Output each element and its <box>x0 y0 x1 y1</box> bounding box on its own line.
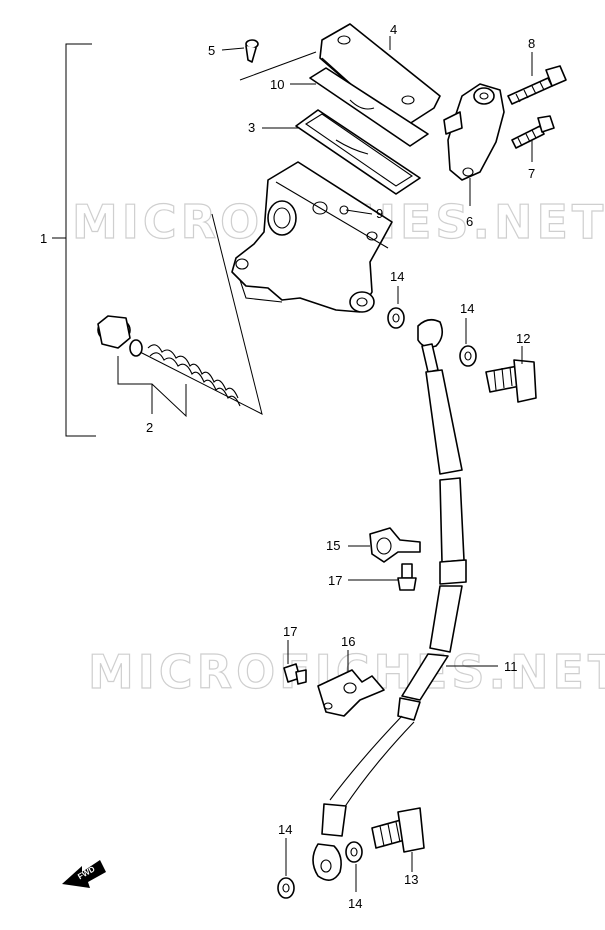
union-bolt-12 <box>485 359 537 403</box>
callout-13: 13 <box>404 872 418 887</box>
callout-6: 6 <box>466 214 473 229</box>
callout-15: 15 <box>326 538 340 553</box>
union-bolt-13 <box>371 807 425 853</box>
piston-assembly <box>97 213 263 418</box>
brake-hose-upper <box>312 318 467 881</box>
assembly-bracket <box>52 43 96 437</box>
callout-17-b: 17 <box>328 573 342 588</box>
washer-c <box>277 877 295 899</box>
callout-3: 3 <box>248 120 255 135</box>
hose-bracket-16 <box>317 669 385 717</box>
bolt-17-upper <box>397 563 417 591</box>
callout-9: 9 <box>376 206 383 221</box>
bolt-7 <box>511 115 555 149</box>
callout-10: 10 <box>270 77 284 92</box>
callout-labels: 1 2 3 4 5 6 7 8 9 10 11 12 13 14 14 14 1… <box>40 22 535 911</box>
handlebar-clamp <box>443 83 505 181</box>
leader-lines <box>221 36 533 892</box>
hose-clamp-15 <box>369 527 421 563</box>
callout-4: 4 <box>390 22 397 37</box>
callout-8: 8 <box>528 36 535 51</box>
diaphragm <box>295 109 421 195</box>
callout-1: 1 <box>40 231 47 246</box>
callout-5: 5 <box>208 43 215 58</box>
callout-17-a: 17 <box>283 624 297 639</box>
bolt-8 <box>507 65 567 105</box>
bolt-17-lower <box>283 663 307 685</box>
callout-16: 16 <box>341 634 355 649</box>
callout-14-b: 14 <box>460 301 474 316</box>
master-cylinder-body <box>231 161 393 313</box>
callout-11: 11 <box>504 659 518 674</box>
fwd-arrow-icon: FWD <box>62 860 106 888</box>
washer-d <box>345 841 363 863</box>
washer-b <box>459 345 477 367</box>
callout-14-c: 14 <box>278 822 292 837</box>
callout-7: 7 <box>528 166 535 181</box>
washer-a <box>387 307 405 329</box>
callout-12: 12 <box>516 331 530 346</box>
reservoir-cap <box>319 23 441 129</box>
diaphragm-plate <box>309 67 429 147</box>
callout-2: 2 <box>146 420 153 435</box>
screw-5 <box>245 39 259 63</box>
callout-14-a: 14 <box>390 269 404 284</box>
callout-14-d: 14 <box>348 896 362 911</box>
